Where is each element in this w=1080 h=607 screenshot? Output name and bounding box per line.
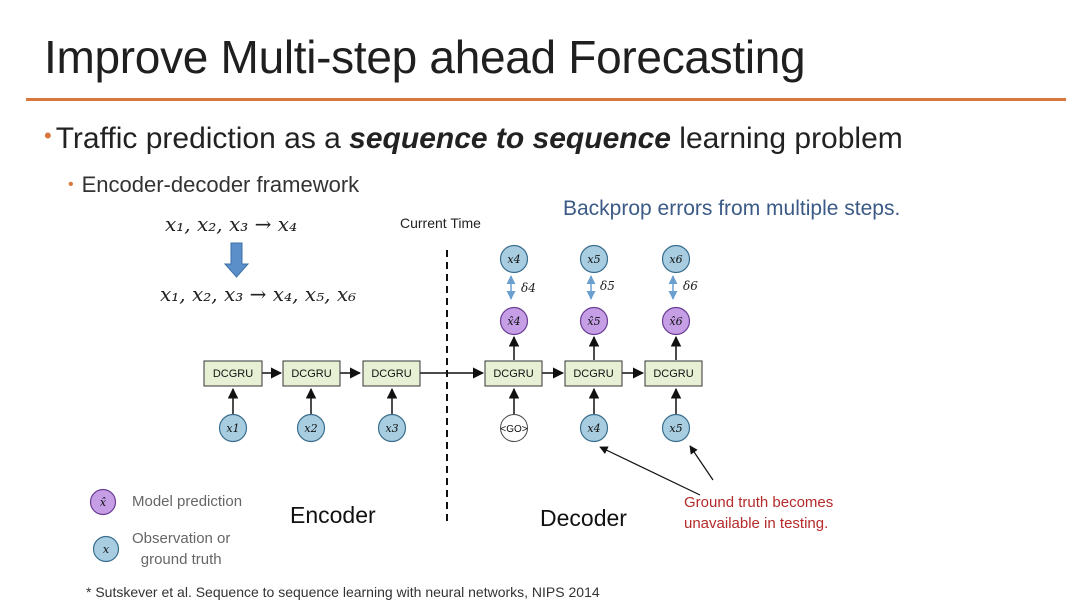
bullet-main-post: learning problem [670, 122, 903, 155]
delta-label: δ4 [521, 281, 536, 295]
dcgru-cell-label: DCGRU [573, 368, 613, 380]
bullet-main-pre: Traffic prediction as a [55, 122, 350, 155]
bullet-dot: • [68, 176, 74, 193]
encoder-label: Encoder [290, 502, 376, 528]
target-node [499, 244, 529, 274]
target-node [661, 244, 691, 274]
dcgru-cell [644, 360, 703, 387]
equation-multi-step: x₁, x₂, x₃ → x₄, x₅, x₆ [160, 282, 357, 306]
delta-label: δ5 [600, 279, 615, 293]
citation: * Sutskever et al. Sequence to sequence … [86, 584, 600, 600]
title-divider [26, 98, 1066, 101]
node-label: x5 [587, 253, 600, 266]
node-label: x2 [304, 422, 317, 435]
observation-node [661, 413, 691, 443]
bullet-main-emphasis: sequence to sequence [349, 122, 671, 155]
node-label: x̂4 [507, 315, 520, 328]
dcgru-cell-label: DCGRU [213, 368, 253, 380]
node-label: x1 [226, 422, 239, 435]
dcgru-cell [564, 360, 623, 387]
dcgru-cell [282, 360, 341, 387]
go-token-node [500, 414, 528, 442]
slide-title: Improve Multi-step ahead Forecasting [44, 31, 806, 83]
legend-prediction-symbol: x̂ [100, 496, 107, 509]
dcgru-cell-label: DCGRU [493, 368, 533, 380]
legend-observation-symbol: x [103, 543, 110, 556]
prediction-node [661, 306, 691, 336]
prediction-node [499, 306, 529, 336]
node-label: x̂5 [587, 315, 600, 328]
dcgru-cell-label: DCGRU [653, 368, 693, 380]
dcgru-cell [203, 360, 263, 387]
bullet-sub: • Encoder-decoder framework [68, 172, 359, 198]
legend-observation-swatch [92, 535, 120, 563]
legend-prediction-label: Model prediction [132, 493, 243, 510]
prediction-node [579, 306, 609, 336]
bullet-dot: • [44, 123, 52, 148]
dcgru-cell-label: DCGRU [371, 368, 411, 380]
go-token-label: <GO> [500, 424, 527, 435]
dcgru-cell [362, 360, 421, 387]
node-label: x5 [669, 422, 682, 435]
ground-truth-note: Ground truth becomes unavailable in test… [684, 492, 833, 534]
observation-node [218, 413, 248, 443]
delta-label: δ6 [683, 279, 698, 293]
observation-node [579, 413, 609, 443]
note-arrow [599, 446, 701, 496]
observation-node [377, 413, 407, 443]
dcgru-cell [484, 360, 543, 387]
node-label: x4 [587, 422, 600, 435]
down-arrow-icon [223, 242, 250, 278]
bullet-main: •Traffic prediction as a sequence to seq… [44, 122, 903, 156]
decoder-label: Decoder [540, 505, 627, 531]
legend-prediction-swatch [89, 488, 117, 516]
legend-observation-line: Observation or [132, 530, 231, 547]
ground-truth-note-line: unavailable in testing. [684, 515, 829, 532]
observation-node [296, 413, 326, 443]
node-label: x3 [385, 422, 398, 435]
ground-truth-note-line: Ground truth becomes [684, 494, 834, 511]
node-label: x̂6 [669, 315, 682, 328]
node-label: x6 [669, 253, 682, 266]
equation-single-step: x₁, x₂, x₃ → x₄ [165, 212, 298, 236]
current-time-label: Current Time [400, 215, 481, 231]
target-node [579, 244, 609, 274]
bullet-sub-text: Encoder-decoder framework [81, 172, 360, 197]
node-label: x4 [507, 253, 520, 266]
note-arrow [689, 445, 714, 481]
backprop-caption: Backprop errors from multiple steps. [563, 197, 901, 220]
legend-observation-label: Observation or ground truth [132, 528, 230, 570]
dcgru-cell-label: DCGRU [291, 368, 331, 380]
legend-observation-line: ground truth [140, 551, 222, 568]
